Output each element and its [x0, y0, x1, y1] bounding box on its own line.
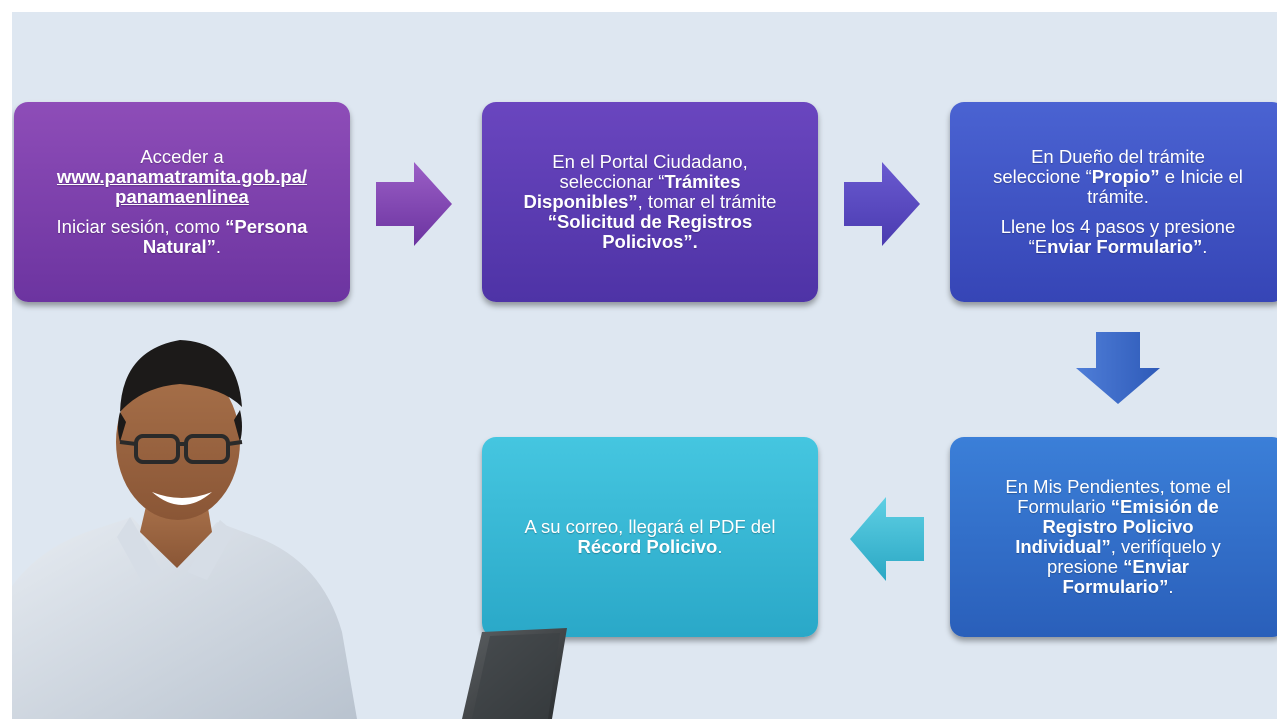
arrow-down-icon — [1076, 332, 1160, 404]
step-2-text2: , tomar el trámite — [637, 191, 777, 212]
slide-background: Acceder a www.panamatramita.gob.pa/ pana… — [12, 12, 1277, 719]
step-4-bold2: Registro Policivo — [1042, 516, 1194, 537]
step-4-text3: presione — [1047, 556, 1124, 577]
arrow-right-icon — [844, 162, 920, 246]
step-2-box: En el Portal Ciudadano, seleccionar “Trá… — [482, 102, 818, 302]
step-3-bold: Propio” — [1091, 166, 1160, 187]
step-2-text: seleccionar “ — [559, 171, 665, 192]
step-2-line1: En el Portal Ciudadano, — [552, 151, 748, 172]
step-1-line1: Acceder a — [140, 146, 224, 167]
portal-link[interactable]: www.panamatramita.gob.pa/ — [56, 166, 308, 187]
step-5-bold: Récord Policivo — [577, 536, 718, 557]
step-3-end: . — [1202, 236, 1208, 257]
step-2-procedure2: Policivos”. — [602, 231, 698, 252]
step-4-bold3: Individual” — [1015, 536, 1111, 557]
step-4-text2: , verifíquelo y — [1110, 536, 1221, 557]
step-4-box: En Mis Pendientes, tome el Formulario “E… — [950, 437, 1277, 637]
step-3-text2: e Inicie el — [1159, 166, 1243, 187]
step-4-bold: “Emisión de — [1110, 496, 1219, 517]
portal-link-cont[interactable]: panamaenlinea — [115, 186, 249, 207]
step-3-text: seleccione “ — [993, 166, 1092, 187]
step-4-bold5: Formulario” — [1062, 576, 1169, 597]
step-3-box: En Dueño del trámite seleccione “Propio”… — [950, 102, 1277, 302]
step-3-line3: trámite. — [1087, 186, 1149, 207]
step-2-bold2: Disponibles” — [523, 191, 638, 212]
step-3-bold2: nviar Formulario” — [1047, 236, 1203, 257]
step-1-bold: “Persona — [225, 216, 308, 237]
step-1-box: Acceder a www.panamatramita.gob.pa/ pana… — [14, 102, 350, 302]
step-4-line1: En Mis Pendientes, tome el — [1005, 476, 1231, 497]
step-5-box: A su correo, llegará el PDF del Récord P… — [482, 437, 818, 637]
step-2-bold: Trámites — [664, 171, 741, 192]
step-4-end: . — [1168, 576, 1174, 597]
step-4-bold4: “Enviar — [1123, 556, 1189, 577]
step-1-text: Iniciar sesión, como — [56, 216, 226, 237]
step-3-line4: Llene los 4 pasos y presione — [1000, 216, 1236, 237]
arrow-right-icon — [376, 162, 452, 246]
step-1-end: . — [215, 236, 222, 257]
person-with-laptop-image — [12, 340, 567, 719]
step-4-text: Formulario — [1017, 496, 1111, 517]
step-2-procedure: “Solicitud de Registros — [547, 211, 753, 232]
step-3-line1: En Dueño del trámite — [1031, 146, 1205, 167]
step-3-text3: “E — [1028, 236, 1048, 257]
arrow-left-icon — [850, 497, 924, 581]
step-5-line1: A su correo, llegará el PDF del — [524, 516, 776, 537]
step-1-bold2: Natural” — [142, 236, 216, 257]
step-5-end: . — [717, 536, 723, 557]
